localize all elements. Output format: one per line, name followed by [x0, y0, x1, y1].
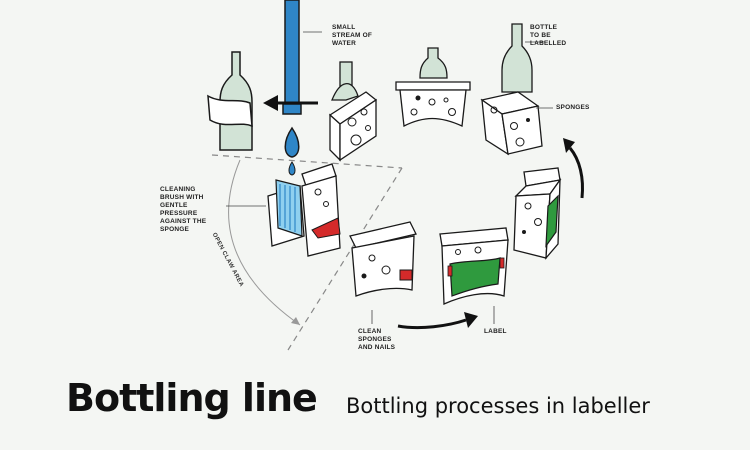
water-stream-label: SMALL STREAM OF WATER: [332, 24, 373, 47]
open-claw-area-lines: [211, 154, 403, 351]
cleaning-brush-sponge: [267, 163, 341, 257]
sponge-bottom-left: [349, 221, 417, 297]
bottle-to-be-labelled-label: BOTTLE TO BE LABELLED: [530, 24, 567, 47]
arrow-left-icon: [263, 95, 318, 111]
sponge-right: [513, 167, 562, 260]
page-subtitle: Bottling processes in labeller: [346, 394, 650, 418]
left-bottle: [207, 51, 253, 151]
page-title: Bottling line: [66, 376, 318, 420]
sponges-label: SPONGES: [556, 104, 590, 111]
sponge-bottom-center: [439, 227, 509, 305]
open-claw-arc: [228, 159, 301, 326]
water-pipe: [282, 0, 302, 176]
arrow-right-curve-icon: [397, 312, 478, 330]
sponge-top-right: [480, 23, 543, 156]
cleaning-brush-label: CLEANING BRUSH WITH GENTLE PRESSURE AGAI…: [160, 186, 207, 233]
clean-sponges-label: CLEAN SPONGES AND NAILS: [358, 328, 396, 351]
arrow-up-curve-icon: [563, 138, 584, 199]
sponge-top-center: [395, 47, 471, 127]
label-label: LABEL: [484, 328, 507, 335]
sponge-top-left: [328, 61, 378, 162]
